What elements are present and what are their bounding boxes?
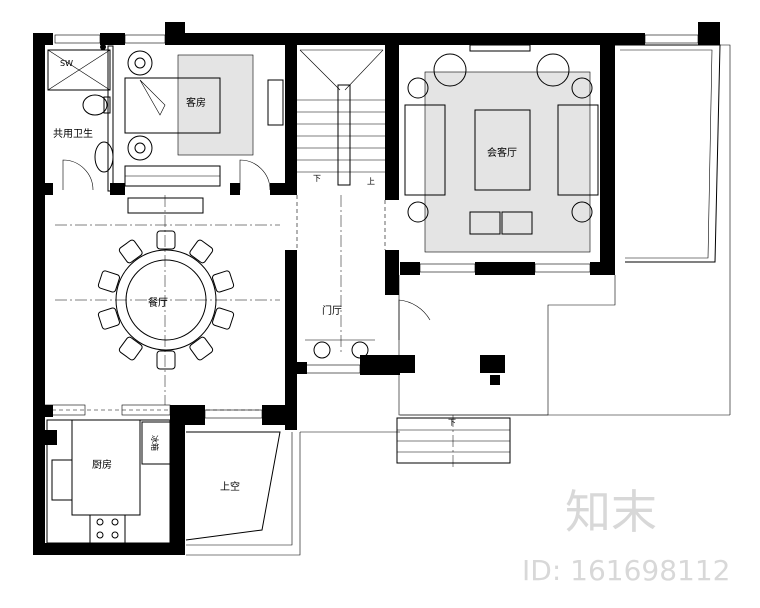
- sofa-right-icon: [557, 104, 599, 196]
- guest-room: 客房: [124, 50, 284, 191]
- room-label-open-to-below: 上空: [220, 480, 240, 493]
- dining-chair-icon: [212, 307, 235, 330]
- windows: [34, 34, 699, 501]
- balcony: [615, 44, 731, 415]
- kitchen: 冰箱 厨房: [46, 419, 171, 544]
- watermark-brand: 知末: [565, 485, 657, 539]
- stair-up-label: 上: [367, 177, 375, 186]
- stair-down-label: 下: [313, 174, 321, 183]
- bed-icon: [124, 77, 221, 134]
- fridge-icon: [141, 421, 171, 465]
- dining-chairs: [97, 230, 235, 370]
- dining-chair-icon: [156, 230, 176, 250]
- room-label-kitchen: 厨房: [92, 458, 112, 471]
- watermark-id: ID: 161698112: [522, 554, 730, 587]
- room-label-foyer: 门厅: [322, 304, 342, 317]
- coffee-table-icon: [474, 109, 531, 191]
- entry-down-label: 下: [448, 418, 456, 427]
- stove-icon: [89, 514, 126, 544]
- dining-chair-icon: [189, 239, 214, 264]
- armchair-icon: [536, 53, 570, 87]
- open-to-below: 上空: [185, 431, 301, 556]
- dining-chair-icon: [118, 336, 143, 361]
- dining-chair-icon: [97, 307, 120, 330]
- walls: [33, 22, 720, 555]
- dining-chair-icon: [189, 336, 214, 361]
- room-label-shared-bathroom: 共用卫生: [53, 127, 93, 140]
- dining-chair-icon: [156, 350, 176, 370]
- armchair-icon: [433, 53, 467, 87]
- kitchen-sink-icon: [51, 459, 73, 501]
- sink-icon: [94, 141, 114, 173]
- watermark: 知末 ID: 161698112: [522, 485, 730, 587]
- drain-icon: [100, 44, 106, 50]
- room-label-guest-room: 客房: [186, 96, 206, 109]
- shower-label: SW: [60, 59, 73, 68]
- bathroom: SW 共用卫生: [47, 44, 114, 192]
- sofa-left-icon: [404, 104, 446, 196]
- dining-room: 餐厅: [44, 195, 285, 416]
- living-room: 会客厅: [404, 44, 599, 253]
- tv-cabinet-icon: [267, 79, 284, 126]
- toilet-icon: [82, 94, 108, 116]
- dining-chair-icon: [118, 239, 143, 264]
- room-label-living-room: 会客厅: [487, 146, 517, 159]
- terrace: [300, 275, 730, 433]
- dining-chair-icon: [97, 270, 120, 293]
- entry-steps: 下: [396, 415, 511, 470]
- room-label-dining-room: 餐厅: [148, 296, 168, 309]
- staircase: 下 上 门厅: [296, 49, 431, 359]
- fridge-label: 冰箱: [150, 435, 160, 451]
- dining-table-icon: [115, 249, 217, 351]
- dining-chair-icon: [212, 270, 235, 293]
